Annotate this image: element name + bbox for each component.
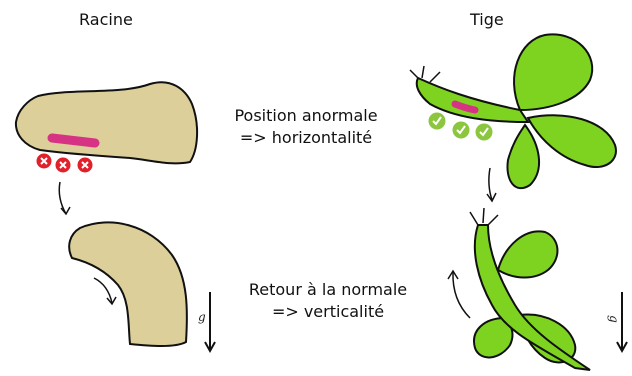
bud-tip: [470, 208, 498, 225]
stem-curved: [470, 208, 590, 370]
cross-circle-icon: [78, 158, 93, 173]
title-stem: Tige: [470, 10, 504, 29]
check-circle-icon: [429, 113, 446, 130]
curve-arrow-right: [453, 272, 470, 318]
title-root: Racine: [79, 10, 133, 29]
check-circle-icon: [476, 124, 493, 141]
transition-arrow-right: [489, 168, 492, 200]
root-curved-shape: [69, 222, 187, 346]
leaf-top-right: [498, 231, 557, 277]
gravity-label-left: g: [198, 310, 206, 324]
cross-circle-icon: [37, 154, 52, 169]
caption-abnormal-line2: => horizontalité: [226, 128, 386, 147]
root-curved: [69, 222, 187, 346]
root-marker: [52, 138, 95, 143]
check-circle-icon: [453, 122, 470, 139]
leaf-lower-left: [507, 125, 539, 188]
cross-circle-icon: [56, 158, 71, 173]
root-horizontal-shape: [16, 82, 197, 163]
leaf-lower-right: [528, 115, 616, 167]
stem-horizontal: [410, 34, 616, 188]
caption-normal-line2: => verticalité: [240, 302, 416, 321]
bud-tip: [410, 66, 440, 82]
root-horizontal: [16, 82, 197, 172]
leaf-upper: [514, 34, 592, 110]
gravity-label-right: g: [607, 315, 621, 323]
caption-abnormal-line1: Position anormale: [226, 106, 386, 125]
curve-arrow-left: [94, 278, 112, 303]
caption-normal-line1: Retour à la normale: [240, 280, 416, 299]
